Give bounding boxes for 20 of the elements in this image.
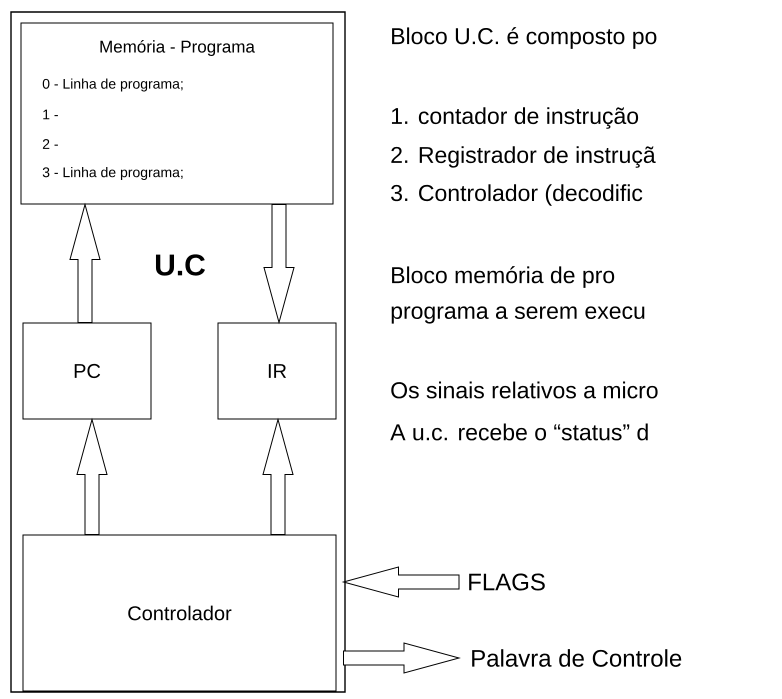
block-arrow [76,418,108,535]
block-arrow [263,204,295,324]
block-arrow [262,418,294,535]
text-line: 3. Controlador (decodific [391,184,642,206]
controller-box: Controlador [22,534,336,692]
signal-label: Palavra de Controle [472,649,682,667]
signal-label: FLAGS [469,574,545,590]
text-line: programa a serem execu [392,306,644,324]
block-arrow [69,202,101,323]
text-line: Bloco U.C. é composto po [392,27,656,49]
memory-box: Memória - Programa 0 - Linha de programa; 1 - 2 - 3 - Linha de programa; [20,22,334,204]
text-line: Os sinais relativos a micro [391,382,658,398]
register-box: PC [22,322,152,420]
text-line: 1. contador de instrução [392,107,638,129]
text-line: 2. Registrador de instruçã [391,146,656,168]
register-box: IR [218,322,336,420]
text-line: Bloco memória de pro [392,266,614,288]
block-arrow [342,566,460,598]
text-line: A u.c. recebe o “status” d [390,424,648,440]
block-arrow [343,642,461,674]
